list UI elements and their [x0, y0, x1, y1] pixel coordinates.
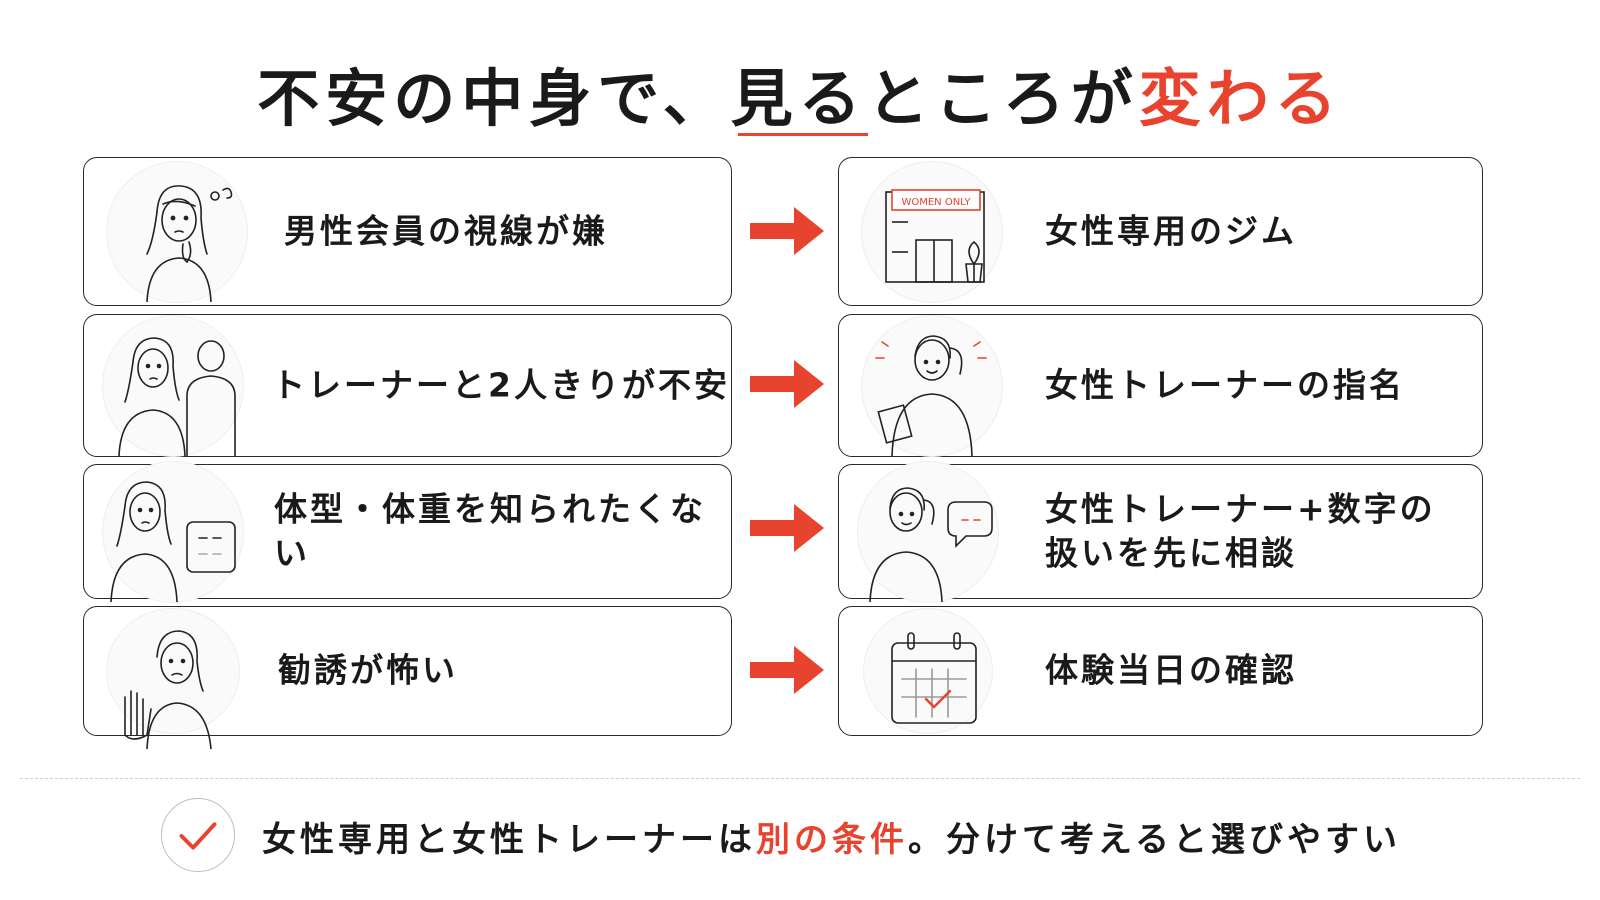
- female-trainer-clipboard-icon: [861, 314, 1003, 457]
- concern-label-4: 勧誘が怖い: [278, 650, 458, 690]
- woman-refusing-icon: [106, 608, 240, 749]
- dashed-divider: [20, 778, 1580, 779]
- summary-after: 。分けて考えると選びやすい: [908, 820, 1401, 860]
- solution-label-2: 女性トレーナーの指名: [1045, 365, 1405, 405]
- summary-text: 女性専用と女性トレーナーは別の条件。分けて考えると選びやすい: [262, 812, 1401, 861]
- concern-card-4: 勧誘が怖い: [83, 606, 732, 749]
- solution-label-3-line2: 扱いを先に相談: [1045, 533, 1297, 573]
- trainer-speech-bubble-icon: [857, 460, 999, 603]
- title-main: 不安の中身で、見るところが: [257, 62, 1139, 135]
- solution-card-4: 体験当日の確認: [838, 606, 1483, 736]
- concern-label-1: 男性会員の視線が嫌: [284, 211, 608, 251]
- arrow-right-icon: [750, 360, 824, 408]
- solution-label-3: 女性トレーナー+数字の扱いを先に相談: [1045, 487, 1436, 576]
- page-title: 不安の中身で、見るところが変わる: [0, 48, 1600, 138]
- solution-label-4: 体験当日の確認: [1045, 650, 1297, 690]
- solution-card-3: 女性トレーナー+数字の扱いを先に相談: [838, 460, 1483, 603]
- arrow-right-icon: [750, 207, 824, 255]
- checkmark-icon: [161, 798, 235, 872]
- women-only-gym-icon: WOMEN ONLY: [861, 160, 1003, 303]
- solution-label-3-line1: 女性トレーナー+数字の: [1045, 488, 1436, 528]
- arrow-right-icon: [750, 646, 824, 694]
- concern-label-2: トレーナーと2人きりが不安: [272, 365, 730, 405]
- solution-card-2: 女性トレーナーの指名: [838, 314, 1483, 457]
- summary-before: 女性専用と女性トレーナーは: [262, 820, 756, 860]
- concern-card-1: 男性会員の視線が嫌: [83, 157, 732, 306]
- woman-and-scale-icon: [102, 460, 244, 603]
- concern-label-3: 体型・体重を知られたくない: [274, 488, 706, 573]
- calendar-check-icon: [863, 608, 993, 734]
- woman-and-male-trainer-icon: [102, 314, 244, 457]
- concern-card-3: 体型・体重を知られたくない: [83, 460, 732, 603]
- concern-card-2: トレーナーと2人きりが不安: [83, 314, 732, 457]
- worried-woman-icon: [106, 160, 248, 303]
- arrow-right-icon: [750, 504, 824, 552]
- gym-sign-text: WOMEN ONLY: [901, 197, 971, 208]
- title-underline: [738, 133, 868, 136]
- title-accent: 変わる: [1138, 62, 1343, 135]
- summary-accent: 別の条件: [756, 820, 908, 860]
- solution-label-1: 女性専用のジム: [1045, 211, 1297, 251]
- solution-card-1: WOMEN ONLY 女性専用のジム: [838, 157, 1483, 306]
